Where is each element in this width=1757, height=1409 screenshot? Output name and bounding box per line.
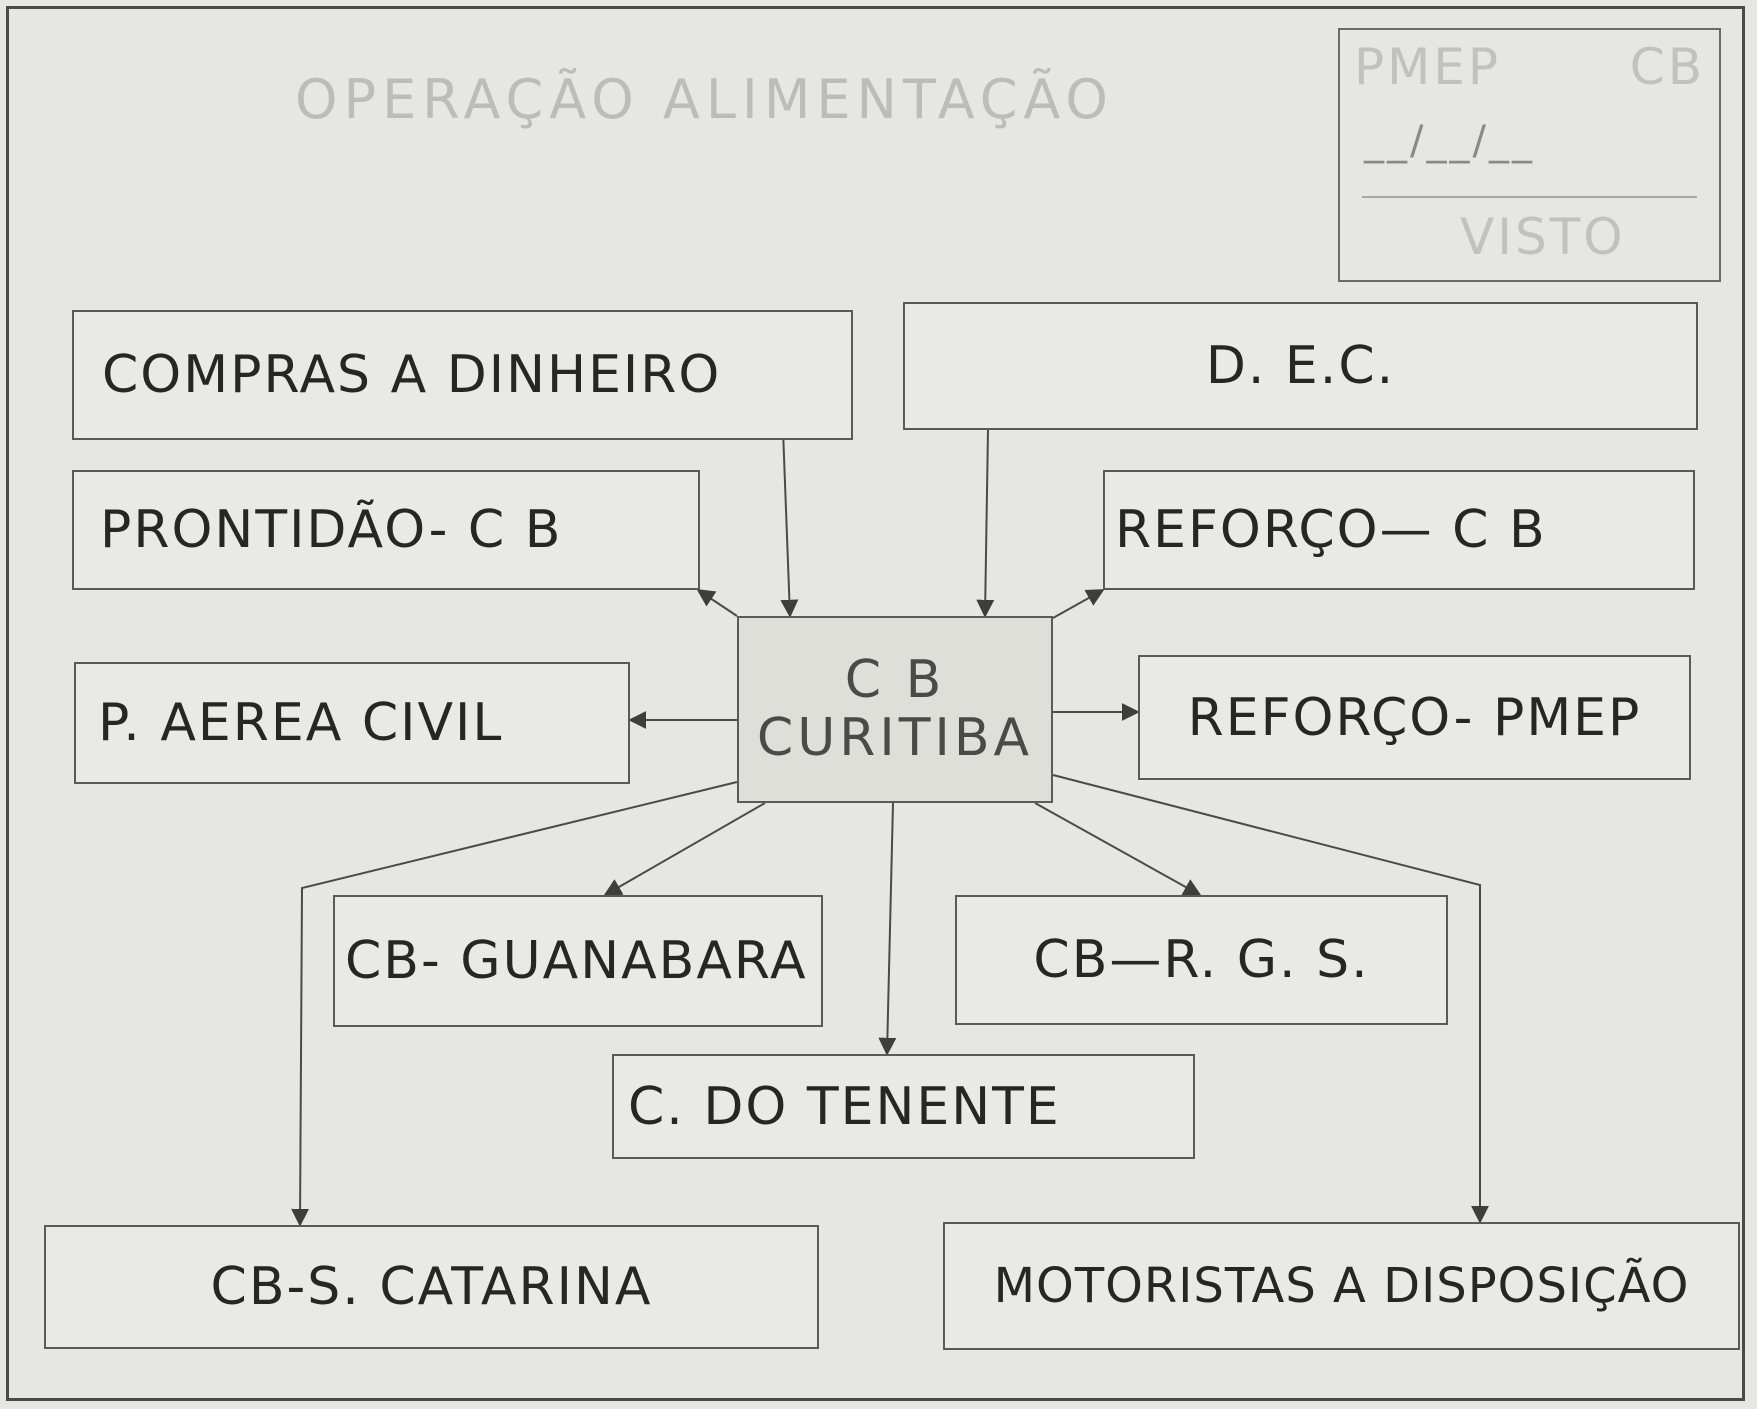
box-reforco-pmep: REFORÇO- PMEP (1138, 655, 1691, 780)
box-cb-guanabara: CB- GUANABARA (333, 895, 823, 1027)
link-reforco-cb-to-hub (1052, 589, 1105, 619)
link-prontidao-to-hub (696, 589, 738, 617)
hub-cb-curitiba: C B CURITIBA (737, 616, 1053, 803)
hub-line-2: CURITIBA (756, 707, 1034, 768)
link-hub-to-tenente (878, 802, 897, 1056)
box-prontidao-cb: PRONTIDÃO- C B (72, 470, 700, 590)
box-compras-a-dinheiro: COMPRAS A DINHEIRO (72, 310, 853, 440)
link-hub-to-motoristas (1052, 774, 1489, 1224)
stamp-right-label: CB (1629, 38, 1705, 96)
box-reforco-cb: REFORÇO— C B (1103, 470, 1695, 590)
link-dec-to-hub (976, 429, 995, 618)
stamp-footer: VISTO (1460, 208, 1626, 266)
box-dec: D. E.C. (903, 302, 1698, 430)
approval-stamp: PMEP CB __/__/__ VISTO (1338, 28, 1721, 282)
link-hub-to-rgs (1034, 802, 1202, 896)
box-aerea-civil: P. AEREA CIVIL (74, 662, 630, 784)
box-cb-s-catarina: CB-S. CATARINA (44, 1225, 819, 1349)
stamp-date-line: __/__/__ (1364, 118, 1535, 164)
link-hub-to-guanabara (603, 802, 766, 896)
box-motoristas-a-disposicao: MOTORISTAS A DISPOSIÇÃO (943, 1222, 1740, 1350)
box-c-do-tenente: C. DO TENENTE (612, 1054, 1195, 1159)
diagram-frame (6, 6, 1745, 1401)
diagram-title: OPERAÇÃO ALIMENTAÇÃO (295, 68, 1114, 131)
box-cb-rgs: CB—R. G. S. (955, 895, 1448, 1025)
link-compras-to-hub (780, 429, 799, 618)
hub-line-1: C B (844, 650, 946, 711)
stamp-divider (1362, 196, 1697, 198)
stamp-left-label: PMEP (1354, 38, 1502, 96)
link-hub-to-catarina (291, 781, 738, 1227)
